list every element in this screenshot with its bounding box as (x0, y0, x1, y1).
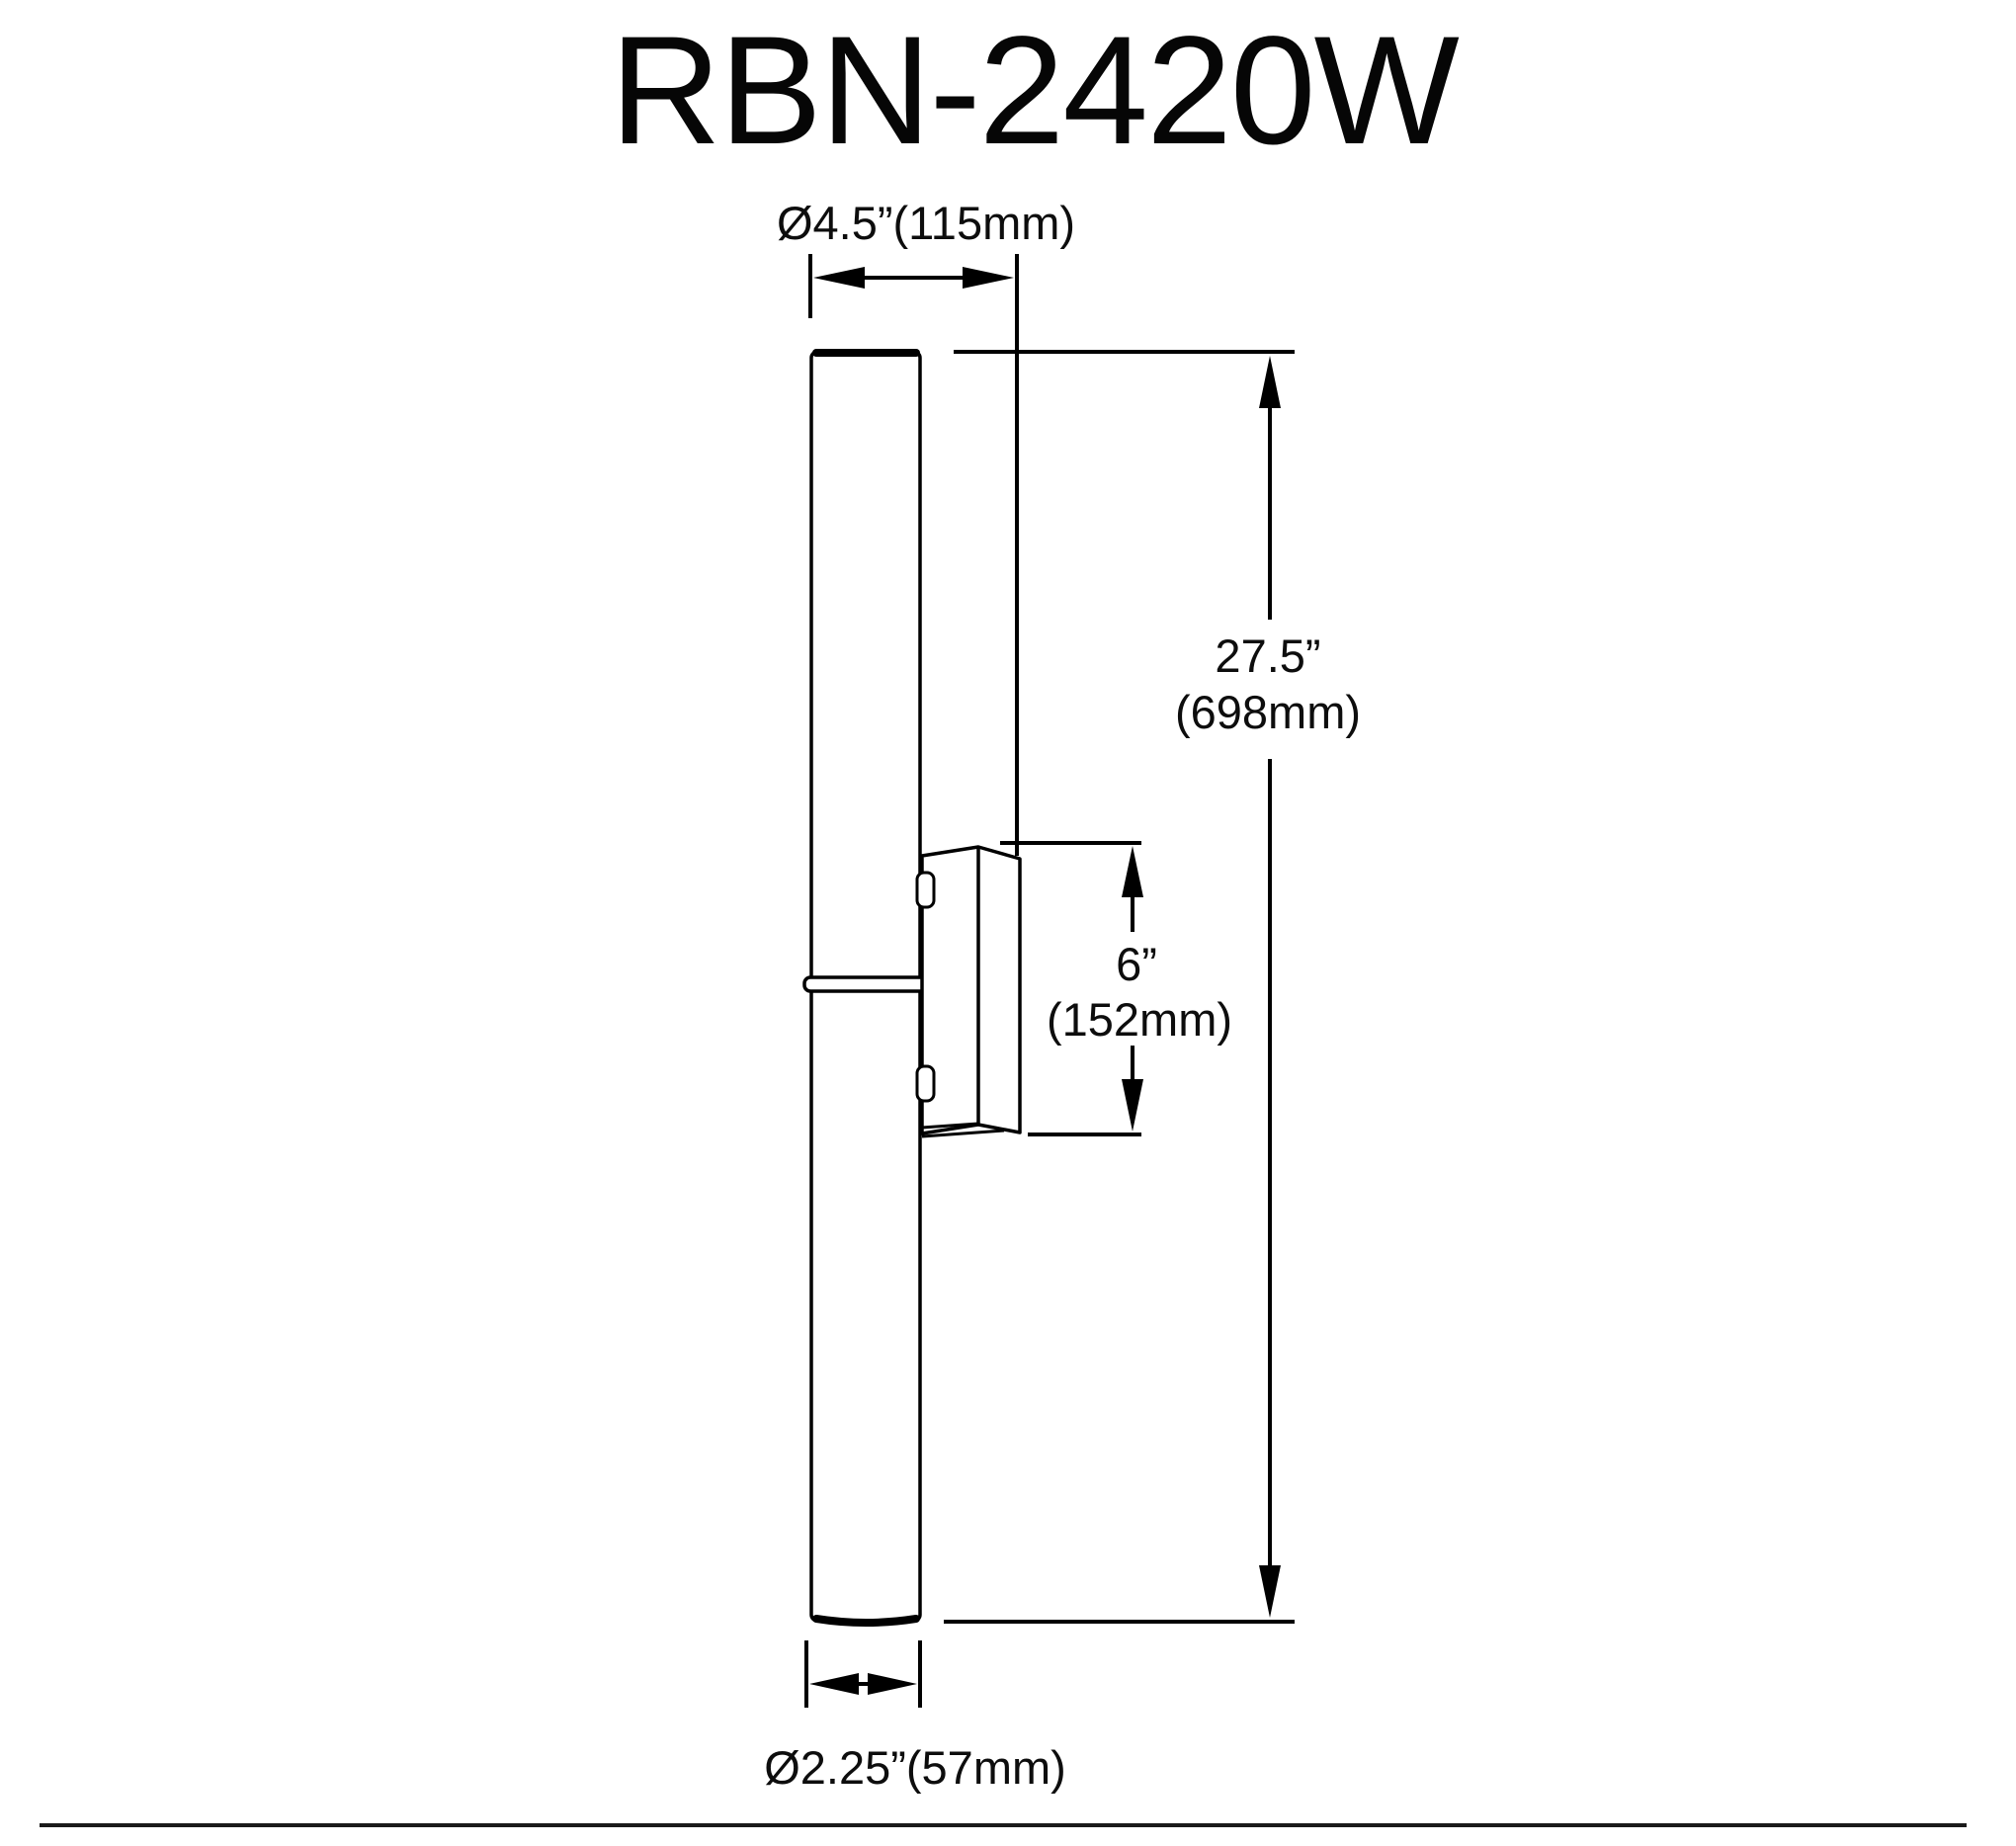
tube-diameter-dimension-label: Ø2.25”(57mm) (764, 1741, 1066, 1794)
mounting-tab-lower (915, 1064, 936, 1103)
arrowhead-down (1259, 1565, 1281, 1618)
backplate-dimension-label-mm: (152mm) (1046, 993, 1233, 1046)
arrowhead-up (1122, 846, 1143, 897)
arrowhead-left (809, 1673, 859, 1695)
width-dimension-label: Ø4.5”(115mm) (776, 197, 1076, 249)
arrowhead-up (1259, 356, 1281, 408)
height-dimension-label-mm: (698mm) (1174, 686, 1362, 738)
arrowhead-right (868, 1673, 917, 1695)
width-dimension (808, 254, 1019, 856)
arrowhead-right (963, 267, 1014, 289)
backplate-dimension (1000, 841, 1143, 1136)
model-number-title: RBN-2420W (610, 5, 1460, 177)
backplate-dimension-label-inches: 6” (1116, 938, 1157, 990)
tube-coupler-band (802, 975, 929, 993)
mounting-tab-upper (915, 871, 936, 909)
mounting-backplate (920, 845, 1022, 1138)
arrowhead-left (813, 267, 865, 289)
tube-diameter-dimension (804, 1640, 922, 1708)
height-dimension (944, 350, 1295, 1624)
arrowhead-down (1122, 1079, 1143, 1132)
height-dimension-label-inches: 27.5” (1215, 629, 1321, 682)
